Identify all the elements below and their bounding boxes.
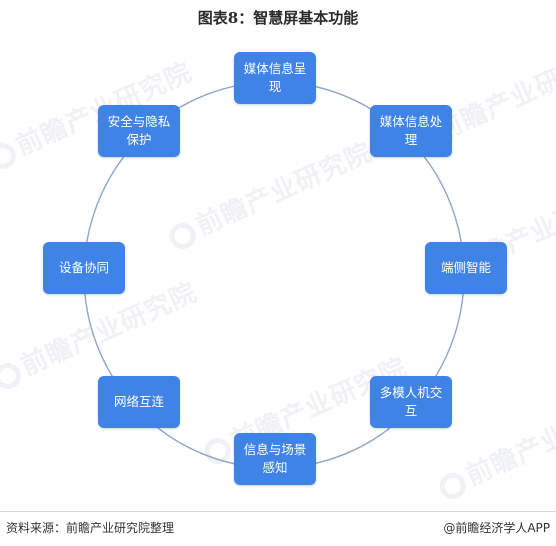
node-media-info-processing: 媒体信息处理 [370, 105, 452, 157]
node-multimodal-interaction: 多模人机交互 [370, 376, 452, 428]
footer: 资料来源：前瞻产业研究院整理 @前瞻经济学人APP [6, 518, 550, 538]
node-media-info-presentation: 媒体信息呈现 [234, 52, 316, 104]
node-edge-intelligence: 端侧智能 [425, 242, 507, 294]
brand-credit: @前瞻经济学人APP [443, 521, 550, 535]
node-info-scene-perception: 信息与场景感知 [234, 433, 316, 485]
node-network-interconnect: 网络互连 [98, 376, 180, 428]
chart-title: 图表8：智慧屏基本功能 [197, 9, 359, 27]
footer-divider [0, 511, 556, 512]
node-security-privacy: 安全与隐私保护 [98, 105, 180, 157]
source-note: 资料来源：前瞻产业研究院整理 [6, 521, 175, 535]
node-device-collaboration: 设备协同 [43, 242, 125, 294]
